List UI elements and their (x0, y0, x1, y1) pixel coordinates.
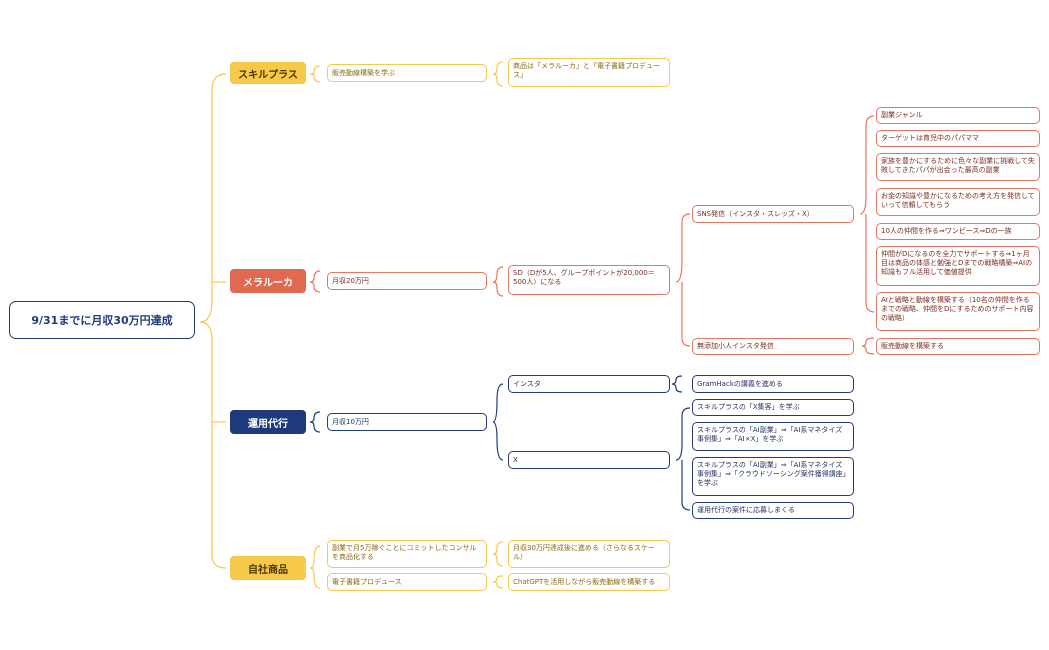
muten-leaf-label: 販売動線を構築する (881, 342, 944, 350)
x-item-crowdsourcing[interactable]: スキルプラスの「AI副業」⇒「AI系マネタイズ事例集」⇒「クラウドソーシング案件… (692, 457, 854, 496)
sns-item-genre[interactable]: 副業ジャンル (876, 107, 1040, 124)
category-melaleuca-label: メラルーカ (243, 277, 293, 289)
muten-node[interactable]: 無添加小人インスタ発信 (692, 338, 854, 355)
x-label: X (513, 455, 518, 464)
sns-item-target[interactable]: ターゲットは育児中のパパママ (876, 130, 1040, 147)
category-unyou-label: 運用代行 (248, 418, 288, 430)
jisha-ebook-node[interactable]: 電子書籍プロデュース (327, 573, 487, 591)
sns-item-label: お金の知識や豊かになるための考え方を発信していって信頼してもらう (881, 192, 1035, 209)
x-item-shukyaku[interactable]: スキルプラスの「X集客」を学ぶ (692, 399, 854, 416)
jisha-ebook-label: 電子書籍プロデュース (332, 577, 402, 586)
jisha-consult-label: 副業で月5万稼ぐことにコミットしたコンサルを商品化する (332, 544, 477, 561)
melaleuca-sub-node[interactable]: 月収20万円 (327, 272, 487, 290)
jisha-consult-leaf-label: 月収30万円達成後に進める（さらなるスケール） (513, 544, 655, 561)
x-item-label: スキルプラスの「AI副業」⇒「AI系マネタイズ事例集」⇒「クラウドソーシング案件… (697, 461, 847, 487)
insta-leaf-label: GramHackの講義を進める (697, 379, 783, 388)
sd-goal-label: SD（Dが5人、グループポイントが20,000＝500人）になる (513, 269, 655, 286)
sns-item-label: 家族を豊かにするために色々な副業に挑戦して失敗してきたパパが出会った最高の副業 (881, 157, 1035, 174)
sns-item-label: 副業ジャンル (881, 111, 923, 119)
x-item-label: スキルプラスの「AI副業」⇒「AI系マネタイズ事例集」⇒「AI×X」を学ぶ (697, 426, 843, 443)
category-jisha-label: 自社商品 (248, 564, 288, 576)
x-item-ai-x[interactable]: スキルプラスの「AI副業」⇒「AI系マネタイズ事例集」⇒「AI×X」を学ぶ (692, 422, 854, 451)
x-item-apply[interactable]: 運用代行の案件に応募しまくる (692, 502, 854, 519)
melaleuca-sub-label: 月収20万円 (332, 276, 369, 285)
sns-item-support[interactable]: 仲間がDになるのを全力でサポートする⇒1ヶ月目は商品の体感と勉強とDまでの戦略構… (876, 246, 1040, 286)
sd-goal-node[interactable]: SD（Dが5人、グループポイントが20,000＝500人）になる (508, 265, 670, 295)
x-item-label: スキルプラスの「X集客」を学ぶ (697, 403, 800, 411)
unyou-sub-node[interactable]: 月収10万円 (327, 413, 487, 431)
category-melaleuca[interactable]: メラルーカ (230, 269, 306, 293)
insta-node[interactable]: インスタ (508, 375, 670, 393)
muten-leaf-node[interactable]: 販売動線を構築する (876, 338, 1040, 355)
sns-item-label: 仲間がDになるのを全力でサポートする⇒1ヶ月目は商品の体感と勉強とDまでの戦略構… (881, 250, 1033, 276)
jisha-ebook-leaf-label: ChatGPTを活用しながら販売動線を構築する (513, 577, 656, 586)
jisha-ebook-leaf[interactable]: ChatGPTを活用しながら販売動線を構築する (508, 573, 670, 591)
sns-item-ai[interactable]: AIと戦略と動線を構築する（10名の仲間を作るまでの戦略、仲間をDにするためのサ… (876, 292, 1040, 331)
sns-item-friends[interactable]: 10人の仲間を作る⇒ワンピース⇒Dの一族 (876, 223, 1040, 240)
sns-node[interactable]: SNS発信（インスタ・スレッズ・X） (692, 205, 854, 223)
central-goal[interactable]: 9/31までに月収30万円達成 (9, 301, 195, 339)
skill-sub-label: 販売動線構築を学ぶ (332, 68, 395, 77)
muten-label: 無添加小人インスタ発信 (697, 342, 774, 350)
category-unyou[interactable]: 運用代行 (230, 410, 306, 434)
sns-item-label: 10人の仲間を作る⇒ワンピース⇒Dの一族 (881, 227, 1012, 235)
category-jisha[interactable]: 自社商品 (230, 556, 306, 580)
category-skill-plus-label: スキルプラス (238, 69, 298, 81)
sns-item-label: AIと戦略と動線を構築する（10名の仲間を作るまでの戦略、仲間をDにするためのサ… (881, 296, 1034, 322)
jisha-consult-node[interactable]: 副業で月5万稼ぐことにコミットしたコンサルを商品化する (327, 540, 487, 568)
x-item-label: 運用代行の案件に応募しまくる (697, 506, 795, 514)
sns-item-story[interactable]: 家族を豊かにするために色々な副業に挑戦して失敗してきたパパが出会った最高の副業 (876, 153, 1040, 181)
insta-label: インスタ (513, 379, 541, 388)
sns-item-label: ターゲットは育児中のパパママ (881, 134, 979, 142)
sns-label: SNS発信（インスタ・スレッズ・X） (697, 209, 814, 218)
sns-item-money[interactable]: お金の知識や豊かになるための考え方を発信していって信頼してもらう (876, 188, 1040, 216)
jisha-consult-leaf[interactable]: 月収30万円達成後に進める（さらなるスケール） (508, 540, 670, 568)
unyou-sub-label: 月収10万円 (332, 417, 369, 426)
category-skill-plus[interactable]: スキルプラス (230, 62, 306, 84)
insta-leaf-node[interactable]: GramHackの講義を進める (692, 375, 854, 393)
central-goal-label: 9/31までに月収30万円達成 (31, 314, 173, 327)
skill-sub-node[interactable]: 販売動線構築を学ぶ (327, 64, 487, 82)
skill-leaf-node[interactable]: 商品は「メラルーカ」と「電子書籍プロデュース」 (508, 58, 670, 87)
skill-leaf-label: 商品は「メラルーカ」と「電子書籍プロデュース」 (513, 62, 660, 79)
x-node[interactable]: X (508, 451, 670, 469)
